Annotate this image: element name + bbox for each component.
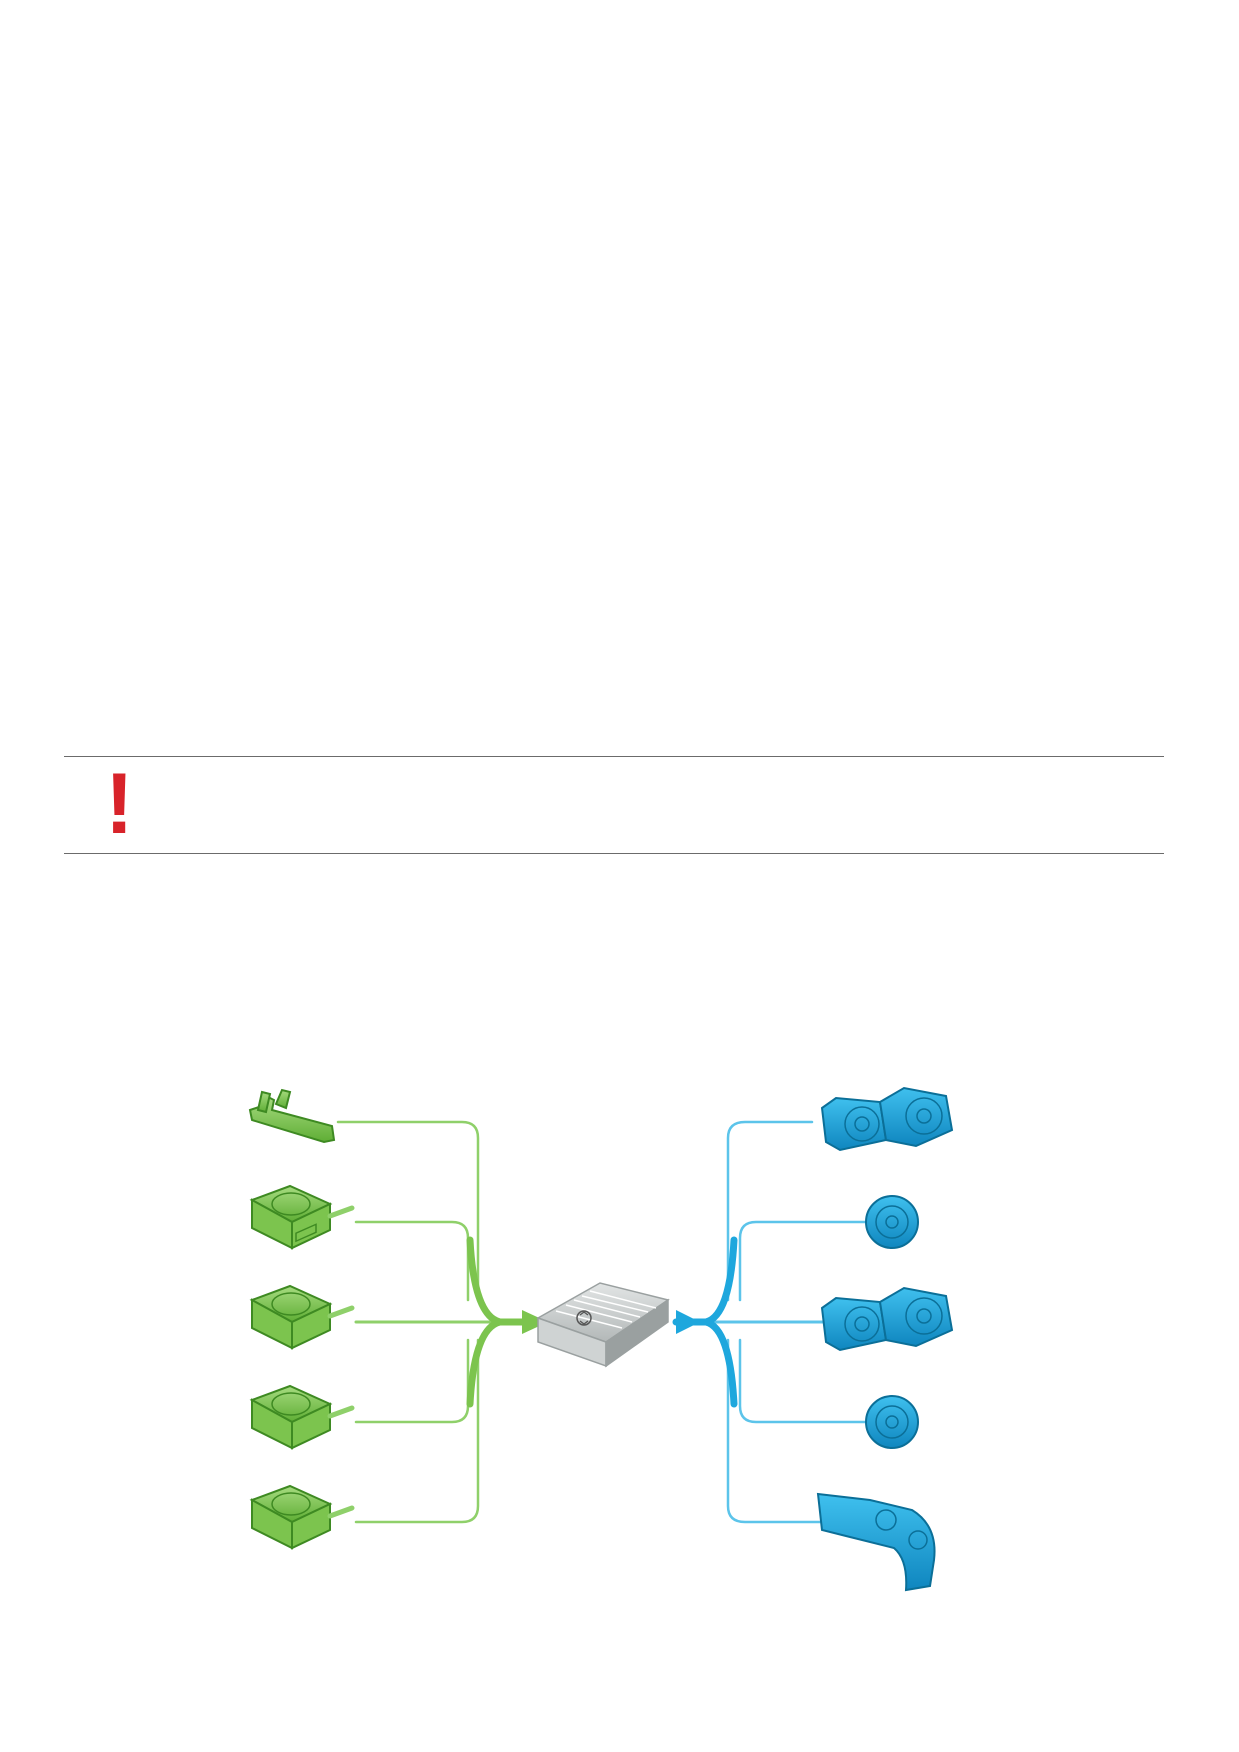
square-sensor-icon — [249, 1284, 355, 1350]
square-sensor-icon — [249, 1384, 355, 1450]
input-arrow — [522, 1310, 548, 1334]
output-wire-5 — [726, 1338, 824, 1524]
square-sensor-icon — [249, 1484, 355, 1550]
input-bus — [466, 1236, 536, 1326]
output-wire-2 — [738, 1220, 870, 1302]
warning-notice: ! — [64, 756, 1164, 854]
output-arrow — [676, 1310, 700, 1334]
input-wire-4 — [354, 1338, 470, 1424]
double-speaker-icon — [820, 1286, 954, 1352]
control-module-icon — [536, 1282, 670, 1368]
round-speaker-icon — [865, 1395, 919, 1449]
curved-speaker-icon — [816, 1492, 936, 1592]
round-speaker-icon — [865, 1195, 919, 1249]
input-wire-1 — [336, 1120, 480, 1302]
bracket-sensor-icon — [248, 1088, 336, 1144]
exclamation-icon: ! — [105, 756, 134, 852]
double-speaker-icon — [820, 1086, 954, 1152]
output-bus-lower — [702, 1318, 738, 1408]
input-bus-lower — [466, 1318, 504, 1408]
input-wiring — [336, 1120, 536, 1524]
input-wire-2 — [354, 1220, 470, 1302]
square-sensor-icon — [249, 1184, 355, 1250]
output-bus — [672, 1236, 738, 1326]
input-wire-5 — [354, 1338, 480, 1524]
output-wire-1 — [726, 1120, 814, 1302]
output-wiring — [672, 1120, 870, 1524]
output-wire-4 — [738, 1338, 870, 1424]
